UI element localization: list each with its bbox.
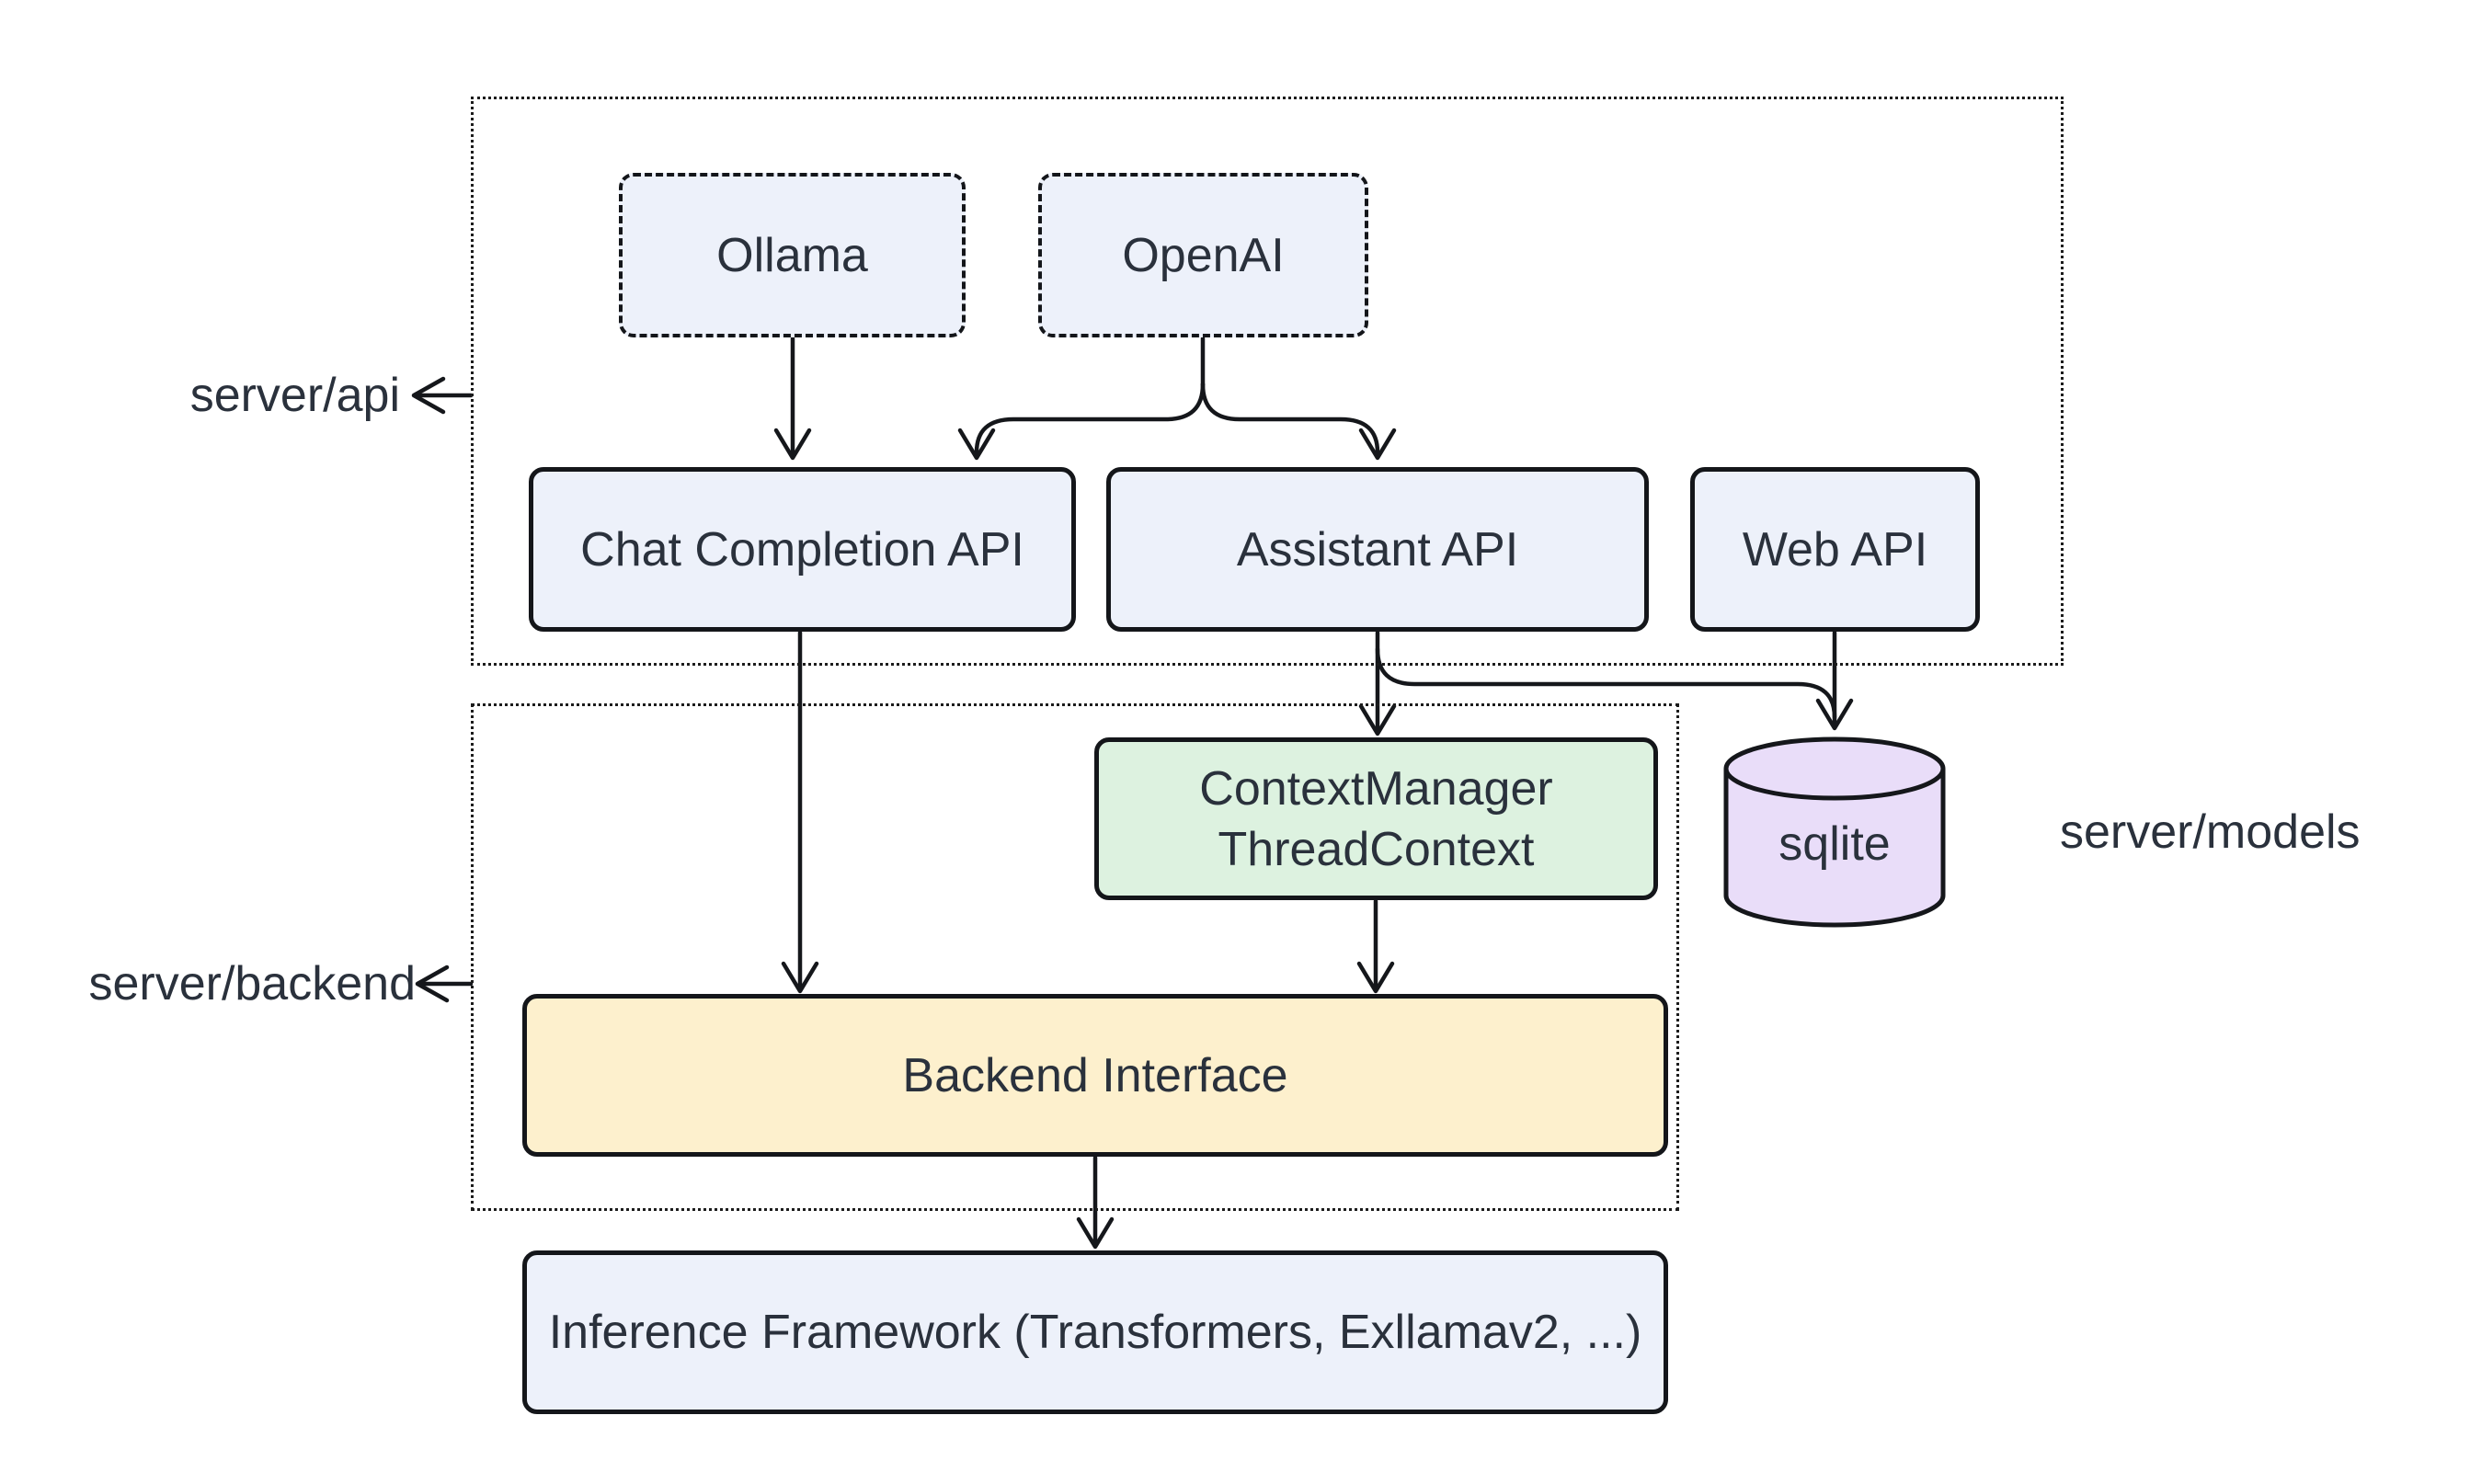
node-sqlite-label: sqlite xyxy=(1778,817,1891,871)
node-ollama: Ollama xyxy=(619,173,966,337)
arrowhead-down-icon xyxy=(1076,1216,1115,1250)
node-ollama-label: Ollama xyxy=(716,228,868,282)
node-backend-interface: Backend Interface xyxy=(522,994,1668,1157)
label-server-api: server/api xyxy=(189,369,400,422)
node-inference-framework-label: Inference Framework (Transformers, Exlla… xyxy=(548,1306,1642,1359)
node-assistant-api-label: Assistant API xyxy=(1236,522,1519,576)
node-chat-completion-api-label: Chat Completion API xyxy=(580,522,1024,576)
node-context-manager: ContextManager ThreadContext xyxy=(1094,737,1658,900)
node-backend-interface-label: Backend Interface xyxy=(902,1048,1288,1102)
group-server-api xyxy=(471,97,2064,666)
node-openai-label: OpenAI xyxy=(1122,228,1285,282)
arrowhead-left-icon xyxy=(411,376,446,415)
node-web-api-label: Web API xyxy=(1742,522,1928,576)
arrowhead-down-icon xyxy=(1815,698,1854,731)
label-server-models: server/models xyxy=(2060,805,2361,859)
node-context-manager-line2: ThreadContext xyxy=(1218,822,1535,876)
node-inference-framework: Inference Framework (Transformers, Exlla… xyxy=(522,1250,1668,1414)
node-assistant-api: Assistant API xyxy=(1106,467,1649,632)
group-server-backend xyxy=(471,703,1679,1211)
label-server-backend: server/backend xyxy=(88,957,416,1010)
node-web-api: Web API xyxy=(1690,467,1980,632)
database-cylinder-icon xyxy=(1723,736,1946,928)
node-openai: OpenAI xyxy=(1038,173,1368,337)
arrowhead-left-icon xyxy=(415,965,450,1003)
node-chat-completion-api: Chat Completion API xyxy=(529,467,1076,632)
node-context-manager-line1: ContextManager xyxy=(1199,761,1553,816)
